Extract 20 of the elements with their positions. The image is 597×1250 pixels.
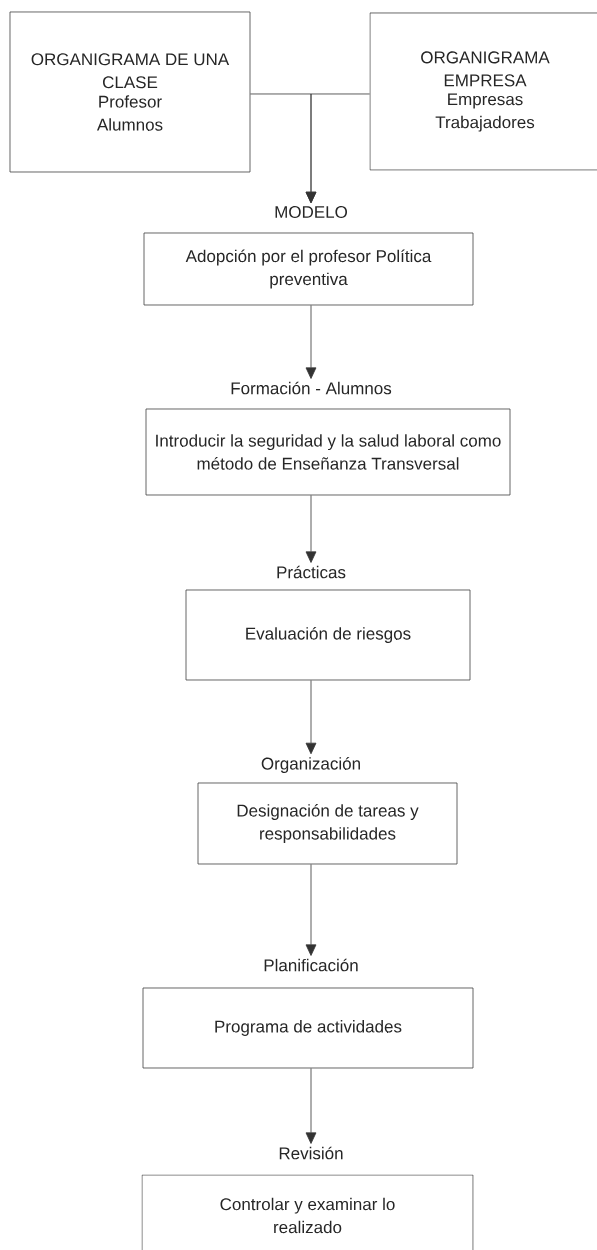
process-box: Planificación Programa de actividades [142,958,474,1069]
node-label: Revisión [279,1146,343,1160]
node-label: Formación - Alumnos [231,381,392,395]
process-box: Revisión Controlar y examinar lo realizado [141,1146,474,1250]
process-box: MODELO Adopción por el profesor Política preventiva [143,205,474,306]
process-box: ORGANIGRAMA EMPRESA Empresas Trabajadores [369,12,597,171]
process-box: Formación - Alumnos Introducir la seguridad y la salud laboral como método de Enseñanza Transversal [145,381,511,496]
arrow [305,680,317,755]
node-label: MODELO [275,205,348,219]
arrow [305,864,317,956]
arrow [305,495,317,563]
node-label: Prácticas [277,565,346,579]
arrow [305,1068,317,1144]
node-label: Organización [261,756,360,774]
arrow [305,93,370,204]
arrow [305,305,317,379]
process-box: Organización Designación de tareas y responsabilidades [197,756,458,865]
process-box: Prácticas Evaluación de riesgos [185,565,471,681]
process-box: ORGANIGRAMA DE UNA CLASE Profesor Alumnos [9,11,251,173]
node-label: Planificación [264,958,358,972]
